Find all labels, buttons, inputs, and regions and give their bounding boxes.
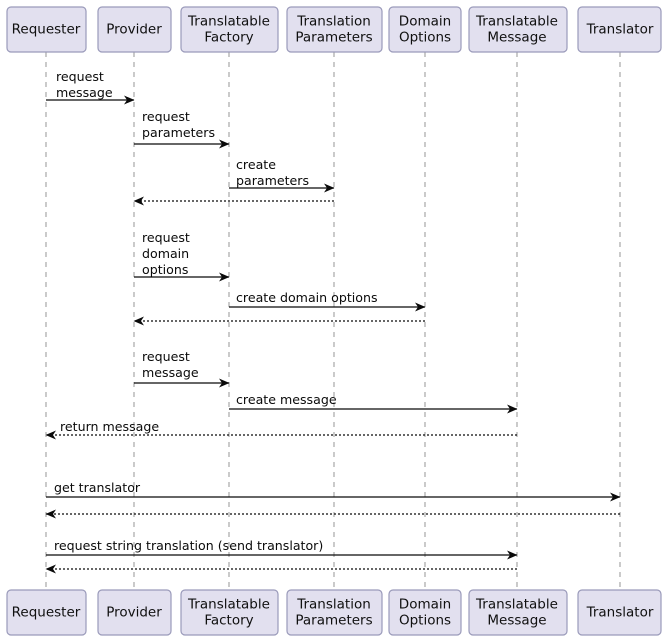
participant-label-translatable_factory: Translatable [187, 14, 270, 30]
message-label-m2: parameters [142, 125, 215, 140]
participant-box-rect [6, 589, 87, 636]
messages-group: requestmessagerequestparameterscreatepar… [45, 69, 621, 574]
participant-label-translatable_factory: Factory [204, 30, 253, 46]
message-label-m5: request [142, 230, 190, 245]
message-label-m9: create message [236, 392, 337, 407]
message-label-m2: request [142, 109, 190, 124]
participant-box-rect [97, 6, 172, 53]
participant-label-translation_parameters: Translation [296, 14, 371, 30]
participant-label-provider: Provider [106, 605, 162, 621]
message-m13[interactable]: request string translation (send transla… [46, 538, 518, 560]
participant-label-translatable_factory: Translatable [187, 597, 270, 613]
participant-box-rect [468, 589, 568, 636]
participant-label-domain_options: Domain [399, 597, 451, 613]
participant-label-translation_parameters: Parameters [295, 30, 372, 46]
participant-label-translatable_message: Message [487, 30, 546, 46]
message-label-m11: get translator [54, 480, 141, 495]
participant-label-translator: Translator [586, 22, 654, 38]
message-label-m3: create [236, 157, 276, 172]
message-label-m5: options [142, 262, 188, 277]
participant-label-requester: Requester [12, 605, 81, 621]
participant-box-rect [180, 6, 279, 53]
participant-label-domain_options: Options [399, 613, 451, 629]
participant-box-rect [6, 6, 87, 53]
participant-box-rect [468, 6, 568, 53]
participant-box-rect [577, 6, 662, 53]
participant-label-provider: Provider [106, 22, 162, 38]
participant-label-translation_parameters: Translation [296, 597, 371, 613]
participant-box-rect [286, 589, 383, 636]
message-label-m3: parameters [236, 173, 309, 188]
message-label-m8: request [142, 349, 190, 364]
message-label-m8: message [142, 365, 199, 380]
participant-box-rect [388, 6, 462, 53]
participant-label-requester: Requester [12, 22, 81, 38]
participant-requester-footer[interactable]: Requester [6, 589, 87, 636]
participant-box-rect [388, 589, 462, 636]
message-m10[interactable]: return message [45, 419, 517, 440]
message-label-m6: create domain options [236, 290, 378, 305]
participant-label-domain_options: Options [399, 30, 451, 46]
participant-box-rect [97, 589, 172, 636]
participant-translator-footer[interactable]: Translator [577, 589, 662, 636]
message-m11[interactable]: get translator [46, 480, 621, 502]
participant-box-rect [180, 589, 279, 636]
participant-label-translation_parameters: Parameters [295, 613, 372, 629]
message-label-m13: request string translation (send transla… [54, 538, 323, 553]
participant-box-rect [286, 6, 383, 53]
message-label-m10: return message [60, 419, 159, 434]
message-label-m1: message [56, 85, 113, 100]
participant-label-translatable_message: Message [487, 613, 546, 629]
message-m6[interactable]: create domain options [229, 290, 426, 312]
participant-translator-header[interactable]: Translator [577, 6, 662, 53]
participant-provider-footer[interactable]: Provider [97, 589, 172, 636]
participant-box-rect [577, 589, 662, 636]
message-label-m5: domain [142, 246, 189, 261]
participant-requester-header[interactable]: Requester [6, 6, 87, 53]
participant-label-translator: Translator [586, 605, 654, 621]
message-label-m1: request [56, 69, 104, 84]
participant-label-domain_options: Domain [399, 14, 451, 30]
participant-provider-header[interactable]: Provider [97, 6, 172, 53]
participant-label-translatable_factory: Factory [204, 613, 253, 629]
message-m9[interactable]: create message [229, 392, 518, 414]
participant-label-translatable_message: Translatable [475, 14, 558, 30]
participant-label-translatable_message: Translatable [475, 597, 558, 613]
